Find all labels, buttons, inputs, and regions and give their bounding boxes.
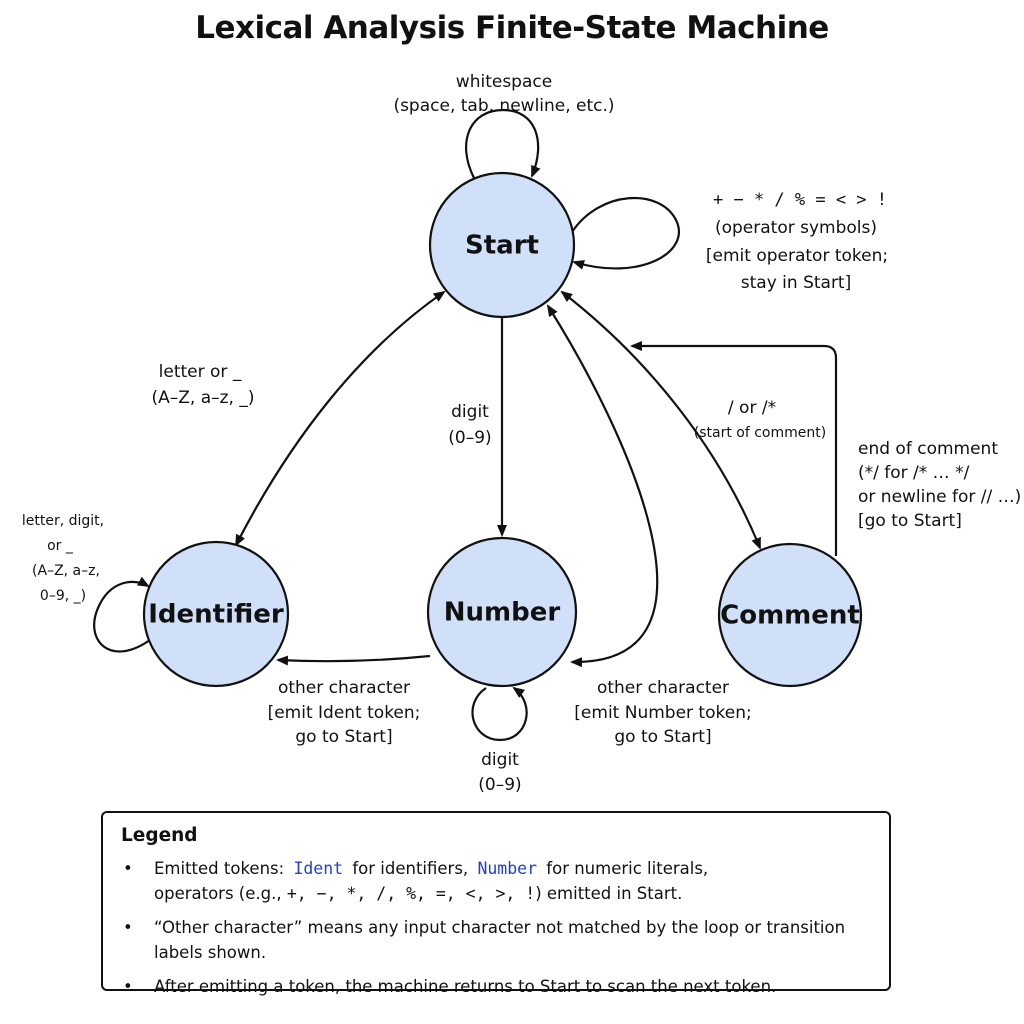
edge-number-to-identifier [276, 654, 431, 666]
label-identifier-loop-4: 0–9, _) [40, 588, 86, 604]
legend-ops-prefix: operators (e.g., [154, 884, 282, 903]
label-number-identifier-2: [emit Ident token; [268, 703, 421, 723]
legend-number-token: Number [477, 859, 538, 878]
edge-start-comment [560, 290, 762, 550]
bullet-icon: • [123, 977, 133, 996]
diagram-title: Lexical Analysis Finite-State Machine [195, 10, 829, 46]
state-comment-label: Comment [720, 601, 860, 631]
label-number-start-2: [emit Number token; [574, 703, 751, 723]
label-comment-start-3: or newline for // …) [858, 487, 1021, 507]
label-operator-1: (operator symbols) [715, 218, 877, 238]
label-number-loop-2: (0–9) [478, 775, 521, 795]
legend-tokens-prefix: Emitted tokens: [154, 859, 285, 878]
edge-start-whitespace-loop [465, 108, 541, 179]
state-identifier-label: Identifier [148, 600, 284, 630]
edge-comment-to-start [630, 341, 838, 556]
label-identifier-loop-3: (A–Z, a–z, [32, 563, 100, 579]
state-identifier-circle [142, 540, 290, 688]
label-number-identifier-3: go to Start] [295, 727, 392, 747]
legend-item-return-start: • After emitting a token, the machine re… [121, 974, 871, 999]
legend-title: Legend [121, 825, 198, 846]
legend-ops-suffix: ) emitted in Start. [535, 884, 683, 903]
label-identifier-loop-2: or _ [47, 538, 74, 554]
label-operator-symbols: + − * / % = < > ! [713, 190, 887, 210]
legend-ident-suffix: for identifiers, [352, 859, 469, 878]
state-start-label: Start [465, 231, 539, 261]
state-number-label: Number [444, 598, 561, 628]
legend-item-other-character: • “Other character” means any input char… [121, 915, 871, 965]
edge-start-operator-loop [571, 196, 680, 270]
legend-ops-list: +, −, *, /, %, =, <, >, ! [286, 884, 536, 903]
label-comment-start-4: [go to Start] [858, 511, 962, 531]
label-start-comment-1: / or /* [728, 398, 776, 418]
label-start-identifier-2: (A–Z, a–z, _) [152, 388, 255, 408]
legend-number-suffix: for numeric literals, [546, 859, 709, 878]
label-identifier-loop-1: letter, digit, [22, 513, 104, 529]
state-comment-circle [717, 542, 863, 688]
edge-start-identifier [235, 290, 446, 547]
legend-item-tokens: • Emitted tokens: Ident for identifiers,… [121, 856, 871, 906]
label-comment-start-2: (*/ for /* … */ [858, 463, 970, 483]
state-start-circle [428, 171, 576, 319]
label-start-identifier-1: letter or _ [159, 362, 242, 382]
legend-box: Legend • Emitted tokens: Ident for ident… [101, 811, 891, 996]
label-start-whitespace-1: whitespace [456, 72, 552, 92]
label-start-number-1: digit [451, 402, 489, 422]
label-number-start-3: go to Start] [614, 727, 711, 747]
legend-return-start-text: After emitting a token, the machine retu… [154, 977, 777, 996]
legend-ident-token: Ident [293, 859, 344, 878]
legend-other-character-text: “Other character” means any input charac… [154, 918, 846, 962]
label-operator-2: [emit operator token; [706, 246, 888, 266]
label-operator-3: stay in Start] [741, 273, 851, 293]
state-number-circle [426, 536, 578, 688]
bullet-icon: • [123, 918, 133, 937]
edge-identifier-loop [93, 576, 151, 653]
label-start-whitespace-2: (space, tab, newline, etc.) [393, 96, 614, 116]
label-number-identifier-1: other character [278, 678, 410, 698]
label-start-number-2: (0–9) [448, 428, 491, 448]
label-start-comment-2: (start of comment) [694, 425, 826, 441]
label-comment-start-1: end of comment [858, 439, 998, 459]
bullet-icon: • [123, 859, 133, 878]
label-number-loop-1: digit [481, 750, 519, 770]
label-number-start-1: other character [597, 678, 729, 698]
edge-number-digit-loop [471, 686, 528, 742]
